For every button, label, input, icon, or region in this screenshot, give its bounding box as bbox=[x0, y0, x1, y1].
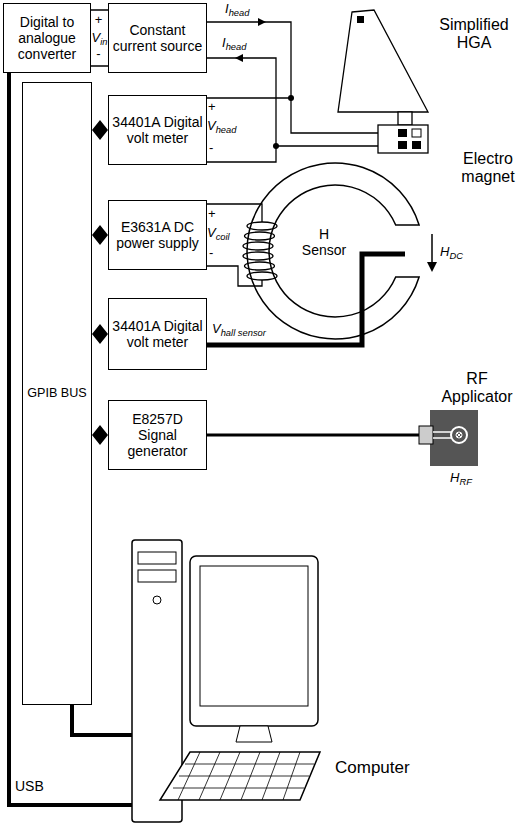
field-symbol bbox=[456, 432, 462, 438]
voltage-label: Vhead bbox=[207, 119, 236, 134]
sense-wire bbox=[205, 146, 276, 162]
monitor-stand bbox=[236, 726, 272, 742]
rf-trace bbox=[433, 437, 451, 439]
coil-turn bbox=[243, 242, 273, 250]
coil-lead bbox=[205, 266, 262, 286]
field-arrow-head bbox=[427, 262, 437, 272]
polarity-sign: + bbox=[208, 207, 216, 222]
part-label: H Sensor bbox=[298, 226, 350, 258]
coil-winding bbox=[243, 222, 277, 280]
box-text: 34401A Digital volt meter bbox=[112, 114, 203, 146]
hall-sensor-cable bbox=[205, 254, 405, 345]
hga-pad-block bbox=[378, 125, 428, 153]
field-arrow bbox=[431, 234, 433, 263]
hga-pad bbox=[412, 141, 421, 149]
power-button bbox=[153, 596, 161, 604]
junction-dot bbox=[273, 143, 279, 149]
polarity-sign: + bbox=[208, 100, 216, 115]
voltage-label: Vin bbox=[92, 31, 108, 46]
box-text: Constant current source bbox=[112, 22, 203, 54]
polarity-sign: + bbox=[88, 13, 109, 28]
coax-cable bbox=[205, 434, 420, 437]
monitor bbox=[190, 556, 318, 726]
current-label: Ihead bbox=[225, 2, 249, 17]
coil-turn bbox=[245, 262, 275, 270]
bus-arrow bbox=[92, 425, 108, 445]
field-label: HRF bbox=[450, 471, 472, 486]
bus-arrow bbox=[92, 120, 108, 140]
field-symbol bbox=[457, 433, 461, 437]
hga-slider bbox=[357, 16, 364, 23]
rf-loop bbox=[451, 427, 467, 443]
junction-dot bbox=[288, 95, 294, 101]
coil-lead bbox=[205, 204, 262, 222]
coil-turn bbox=[247, 272, 277, 280]
keyboard-keys bbox=[173, 752, 314, 800]
box-text: Digital to analogue converter bbox=[7, 14, 87, 62]
part-label: Computer bbox=[335, 758, 410, 778]
rf-trace bbox=[433, 431, 451, 433]
hga-pad bbox=[412, 129, 421, 137]
box-text: 34401A Digital volt meter bbox=[112, 318, 203, 350]
box-text: GPIB BUS bbox=[27, 386, 87, 400]
sense-wire bbox=[205, 97, 291, 98]
rf-connector bbox=[419, 426, 433, 444]
polarity-sign: - bbox=[209, 141, 213, 156]
bus-arrow bbox=[92, 225, 108, 245]
field-label: HDC bbox=[440, 245, 463, 260]
hga-neck bbox=[398, 112, 412, 125]
current-source-box: Constant current source bbox=[108, 3, 207, 73]
drive-bay bbox=[138, 552, 176, 564]
polarity-sign: - bbox=[88, 47, 109, 62]
coil-turn bbox=[247, 222, 277, 230]
voltage-label: Vhall sensor bbox=[212, 322, 266, 337]
gpib-bus: GPIB BUS bbox=[22, 82, 92, 705]
coil-turn bbox=[243, 252, 273, 260]
bus-arrow bbox=[92, 324, 108, 344]
box-text: E3631A DC power supply bbox=[112, 219, 203, 251]
current-arrow bbox=[258, 18, 266, 26]
coil-turn bbox=[245, 232, 275, 240]
part-label: Simplified HGA bbox=[432, 16, 516, 53]
voltage-label: Vcoil bbox=[207, 226, 230, 241]
monitor-screen bbox=[200, 566, 308, 706]
gpib-cable bbox=[72, 705, 132, 735]
box-text: E8257D Signal generator bbox=[112, 411, 203, 459]
rf-applicator-board bbox=[430, 410, 478, 466]
voltmeter-box: 34401A Digital volt meter bbox=[108, 95, 207, 165]
hga-suspension bbox=[338, 10, 428, 112]
voltmeter-box: 34401A Digital volt meter bbox=[108, 298, 207, 370]
hga-pad bbox=[398, 141, 407, 149]
signal-generator-box: E8257D Signal generator bbox=[108, 400, 207, 470]
polarity-sign: - bbox=[209, 246, 213, 261]
converter-box: Digital to analogue converter bbox=[3, 3, 91, 73]
part-label: Electro magnet bbox=[458, 150, 518, 187]
current-arrow bbox=[235, 54, 243, 62]
part-label: RF Applicator bbox=[437, 370, 517, 407]
keyboard bbox=[160, 752, 320, 800]
electromagnet-core bbox=[247, 163, 419, 339]
current-label: Ihead bbox=[222, 36, 246, 51]
hga-pad bbox=[398, 129, 407, 137]
power-supply-box: E3631A DC power supply bbox=[108, 200, 207, 270]
interface-label: USB bbox=[15, 778, 44, 794]
drive-bay bbox=[138, 570, 176, 582]
